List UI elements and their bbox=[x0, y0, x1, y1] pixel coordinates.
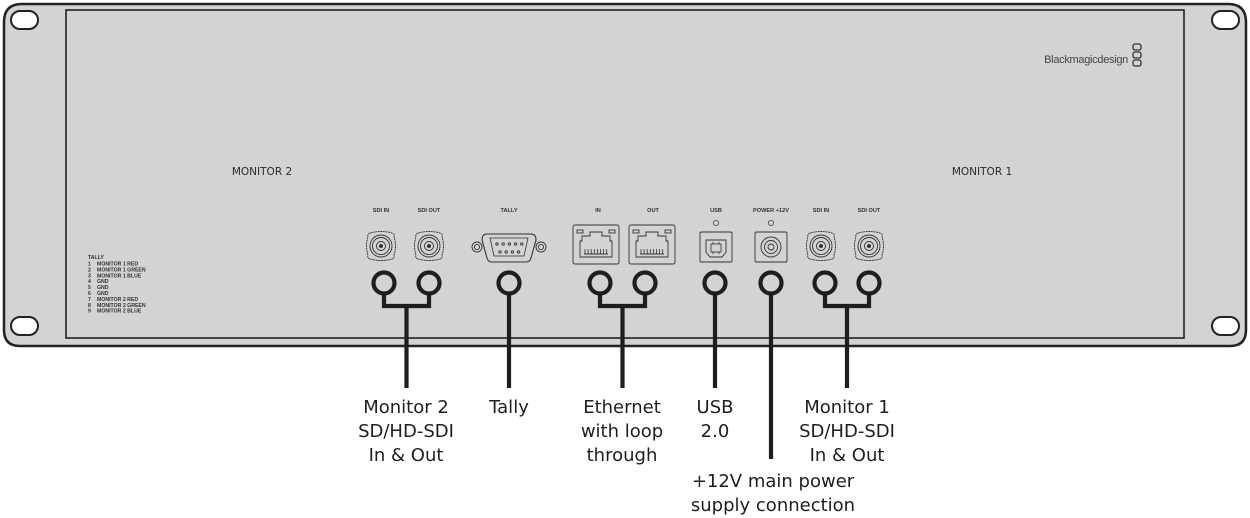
tally-pinout-title: TALLY bbox=[88, 255, 104, 261]
callout-monitor-2-sdi: SD/HD-SDI bbox=[358, 421, 454, 442]
mount-hole-top-left bbox=[10, 10, 39, 30]
callout-power: supply connection bbox=[691, 495, 855, 516]
db9-pin bbox=[513, 242, 518, 246]
tally-pin-number: 2 bbox=[88, 267, 91, 273]
m1-sdi-out-bnc bbox=[854, 231, 884, 261]
db9-tally-connector bbox=[471, 233, 547, 263]
eth-leader bbox=[597, 293, 648, 388]
db9-pin bbox=[516, 250, 521, 254]
callout-monitor-1-sdi: Monitor 1 bbox=[804, 397, 890, 418]
callout-ethernet: with loop bbox=[581, 421, 663, 442]
tally-pin-number: 9 bbox=[88, 309, 91, 315]
tally-pin-number: 8 bbox=[88, 303, 91, 309]
brand-logo-icon bbox=[1132, 43, 1142, 67]
db9-pin bbox=[510, 250, 515, 254]
db9-pin bbox=[520, 242, 524, 246]
tally-pin-number: 7 bbox=[88, 297, 91, 303]
callout-monitor-2-sdi: In & Out bbox=[369, 445, 444, 466]
monitor-1-label: MONITOR 1 bbox=[952, 166, 1012, 178]
m1-sdi-in-label: SDI IN bbox=[813, 208, 829, 214]
tally-pin-number: 4 bbox=[88, 279, 91, 285]
db9-pin bbox=[501, 242, 505, 246]
db9-pin bbox=[504, 250, 508, 254]
m2-sdi-in-label: SDI IN bbox=[373, 208, 389, 214]
tally-pin-name: MONITOR 1 RED bbox=[97, 262, 138, 268]
callout-tally: Tally bbox=[488, 397, 529, 418]
eth-in-label: IN bbox=[595, 208, 601, 214]
mount-hole-top-right bbox=[1211, 10, 1240, 30]
power-led bbox=[768, 219, 775, 226]
m2-sdi-out-label: SDI OUT bbox=[418, 208, 441, 214]
dc-power-jack bbox=[754, 231, 788, 263]
m1-sdi-leader bbox=[822, 293, 872, 388]
callout-power: +12V main power bbox=[692, 471, 855, 492]
eth-out-label: OUT bbox=[647, 208, 659, 214]
tally-pin-number: 1 bbox=[88, 262, 91, 268]
eth-in-rj45 bbox=[572, 224, 620, 265]
tally-pin-number: 5 bbox=[88, 285, 91, 291]
m2-sdi-out-bnc bbox=[414, 231, 444, 261]
callout-monitor-2-sdi: Monitor 2 bbox=[363, 397, 449, 418]
face-plate bbox=[65, 9, 1185, 339]
monitor-2-label: MONITOR 2 bbox=[232, 166, 292, 178]
tally-pin-name: MONITOR 1 GREEN bbox=[97, 267, 146, 273]
brand-logo-text: Blackmagicdesign bbox=[1044, 54, 1128, 66]
db9-pin bbox=[507, 242, 512, 246]
tally-pin-name: MONITOR 2 GREEN bbox=[97, 303, 146, 309]
usb-led bbox=[713, 219, 720, 226]
tally-pin-name: MONITOR 2 RED bbox=[97, 297, 138, 303]
mount-hole-bottom-right bbox=[1211, 316, 1240, 336]
tally-pin-name: GND bbox=[97, 279, 109, 285]
m1-sdi-in-bnc bbox=[806, 231, 836, 261]
power-label: POWER +12V bbox=[753, 208, 789, 214]
m2-sdi-in-bnc bbox=[366, 231, 396, 261]
callout-ethernet: through bbox=[587, 445, 658, 466]
db9-pin bbox=[498, 250, 502, 254]
m2-sdi-leader bbox=[381, 293, 432, 388]
tally-pin-number: 3 bbox=[88, 273, 91, 279]
eth-out-rj45 bbox=[628, 224, 676, 265]
connector-labels: SDI IN SDI OUT TALLY IN OUT USB POWER +1… bbox=[373, 208, 881, 214]
tally-pin-name: GND bbox=[97, 285, 109, 291]
tally-pin-name: MONITOR 1 BLUE bbox=[97, 273, 142, 279]
mount-hole-bottom-left bbox=[10, 316, 39, 336]
callout-usb: 2.0 bbox=[701, 421, 730, 442]
callout-ethernet: Ethernet bbox=[583, 397, 661, 418]
callout-usb: USB bbox=[697, 397, 734, 418]
callout-monitor-1-sdi: In & Out bbox=[810, 445, 885, 466]
tally-pin-name: MONITOR 2 BLUE bbox=[97, 309, 142, 315]
db9-pin bbox=[495, 242, 499, 246]
usb-label: USB bbox=[710, 208, 722, 214]
tally-label: TALLY bbox=[500, 208, 517, 214]
m1-sdi-out-label: SDI OUT bbox=[858, 208, 881, 214]
tally-pin-name: GND bbox=[97, 291, 109, 297]
tally-pin-number: 6 bbox=[88, 291, 91, 297]
usb-b-connector bbox=[699, 231, 733, 263]
callout-monitor-1-sdi: SD/HD-SDI bbox=[799, 421, 895, 442]
